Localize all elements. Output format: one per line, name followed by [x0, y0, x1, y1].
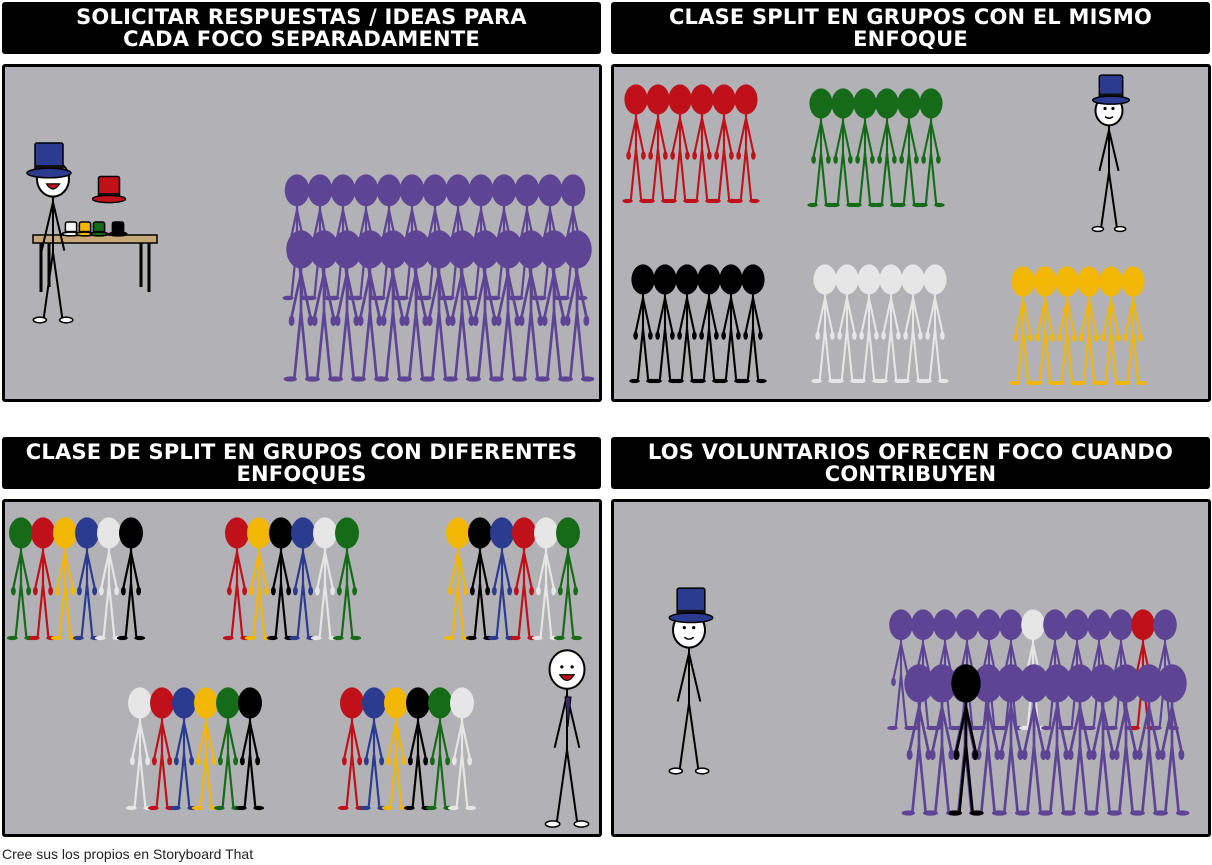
- group-2-member: [739, 264, 767, 384]
- group-0-member: [644, 84, 672, 204]
- group-1-member: [807, 88, 835, 208]
- panel-1-drawing: [26, 142, 595, 382]
- panel-3-scene: [2, 499, 602, 837]
- crowd-member: [513, 230, 549, 382]
- group-2-member: [531, 517, 561, 641]
- crowd-member: [375, 230, 411, 382]
- group-1-member: [332, 517, 362, 641]
- host-figure: [544, 649, 590, 828]
- group-1-member: [829, 88, 857, 208]
- group-2-member: [695, 264, 723, 384]
- group-0-member: [50, 517, 80, 641]
- group-3-member: [125, 687, 155, 811]
- crowd-member: [352, 230, 388, 382]
- crowd-member: [1154, 664, 1190, 816]
- group-3-member: [855, 264, 883, 384]
- group-4-member: [1075, 266, 1103, 386]
- host-figure: [1091, 94, 1127, 233]
- group-2-member: [553, 517, 583, 641]
- group-4-member: [447, 687, 477, 811]
- group-1-member: [244, 517, 274, 641]
- group-4-member: [359, 687, 389, 811]
- group-2-member: [487, 517, 517, 641]
- group-3-member: [921, 264, 949, 384]
- group-3-member: [147, 687, 177, 811]
- group-2-member: [509, 517, 539, 641]
- group-0-member: [622, 84, 650, 204]
- crowd-member: [901, 664, 937, 816]
- host-hat: [26, 142, 72, 179]
- group-3-member: [213, 687, 243, 811]
- group-2-member: [629, 264, 657, 384]
- crowd-member: [559, 230, 595, 382]
- crowd-member: [1039, 664, 1075, 816]
- group-4-member: [425, 687, 455, 811]
- group-3-member: [235, 687, 265, 811]
- group-2-member: [465, 517, 495, 641]
- panel-1-scene: [2, 64, 602, 402]
- group-3-member: [811, 264, 839, 384]
- panel-4-scene: [611, 499, 1211, 837]
- group-0-member: [732, 84, 760, 204]
- host-figure-hat: [1091, 74, 1131, 105]
- footer-credit: Cree sus los propios en Storyboard That: [2, 846, 254, 862]
- panel-3-drawing: [6, 517, 590, 828]
- group-0-member: [688, 84, 716, 204]
- group-3-member: [877, 264, 905, 384]
- red-hat: [91, 175, 127, 204]
- group-0-member: [710, 84, 738, 204]
- volunteer-black: [948, 664, 984, 816]
- group-0-member: [72, 517, 102, 641]
- group-2-member: [443, 517, 473, 641]
- group-2-member: [717, 264, 745, 384]
- group-0-member: [116, 517, 146, 641]
- group-3-member: [191, 687, 221, 811]
- group-3-member: [899, 264, 927, 384]
- group-2-member: [651, 264, 679, 384]
- group-2-member: [673, 264, 701, 384]
- crowd-member: [467, 230, 503, 382]
- panel-2-title: CLASE SPLIT EN GRUPOS CON EL MISMO ENFOQ…: [611, 2, 1210, 54]
- small-hat-2: [89, 221, 109, 237]
- group-1-member: [222, 517, 252, 641]
- group-0-member: [94, 517, 124, 641]
- group-1-member: [851, 88, 879, 208]
- group-0-member: [28, 517, 58, 641]
- group-1-member: [873, 88, 901, 208]
- group-1-member: [917, 88, 945, 208]
- group-1-member: [288, 517, 318, 641]
- group-1-member: [895, 88, 923, 208]
- panel-3-title: CLASE DE SPLIT EN GRUPOS CON DIFERENTES …: [2, 437, 601, 489]
- group-1-member: [266, 517, 296, 641]
- group-4-member: [403, 687, 433, 811]
- host-figure: [668, 611, 710, 775]
- group-4-member: [1119, 266, 1147, 386]
- group-4-member: [1031, 266, 1059, 386]
- panel-2-scene: [611, 64, 1211, 402]
- group-4-member: [1053, 266, 1081, 386]
- group-0-member: [6, 517, 36, 641]
- crowd-member: [490, 230, 526, 382]
- crowd-member: [283, 230, 319, 382]
- group-4-member: [337, 687, 367, 811]
- host-figure-hat: [668, 587, 714, 624]
- panel-1-title: SOLICITAR RESPUESTAS / IDEAS PARA CADA F…: [2, 2, 601, 54]
- group-0-member: [666, 84, 694, 204]
- group-1-member: [310, 517, 340, 641]
- panel-2-drawing: [622, 74, 1147, 386]
- panel-4-title: LOS VOLUNTARIOS OFRECEN FOCO CUANDO CONT…: [611, 437, 1210, 489]
- crowd-member: [924, 664, 960, 816]
- group-4-member: [1097, 266, 1125, 386]
- group-4-member: [381, 687, 411, 811]
- small-hat-3: [108, 221, 128, 237]
- crowd-member: [887, 609, 915, 731]
- group-3-member: [833, 264, 861, 384]
- group-3-member: [169, 687, 199, 811]
- crowd-member: [329, 230, 365, 382]
- crowd-member: [1131, 664, 1167, 816]
- group-4-member: [1009, 266, 1037, 386]
- panel-4-drawing: [668, 587, 1190, 816]
- crowd-member: [1016, 664, 1052, 816]
